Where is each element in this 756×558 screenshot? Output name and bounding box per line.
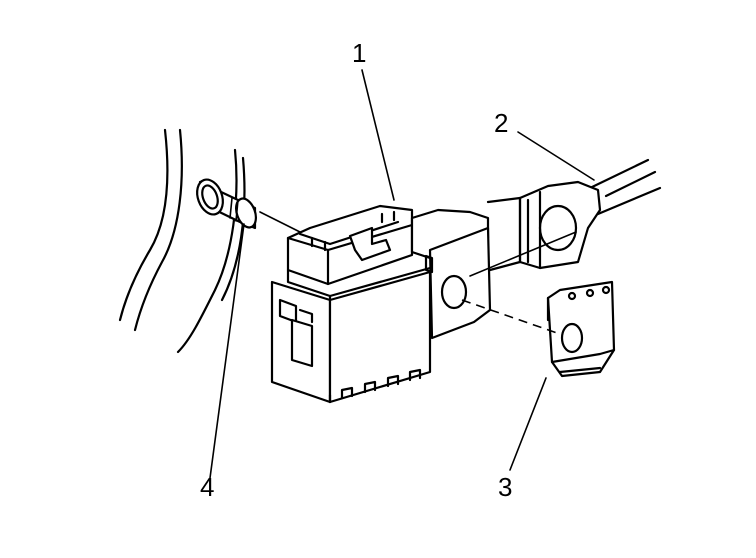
callout-3: 3	[498, 472, 512, 502]
callout-2: 2	[494, 108, 508, 138]
bracket-part-2	[469, 158, 662, 277]
grommet-part-4	[196, 178, 257, 230]
leader-line-2	[517, 131, 595, 181]
callout-4: 4	[200, 472, 214, 502]
switch-assembly-part-1	[270, 204, 492, 404]
alignment-line-clip	[461, 299, 561, 335]
callout-1: 1	[352, 38, 366, 68]
mounting-panel-outline	[118, 128, 246, 354]
alignment-line-grommet	[259, 211, 301, 233]
leader-line-4	[209, 223, 245, 479]
retainer-clip-part-3	[546, 280, 616, 378]
leader-line-3	[509, 377, 547, 471]
leader-line-1	[361, 69, 395, 201]
